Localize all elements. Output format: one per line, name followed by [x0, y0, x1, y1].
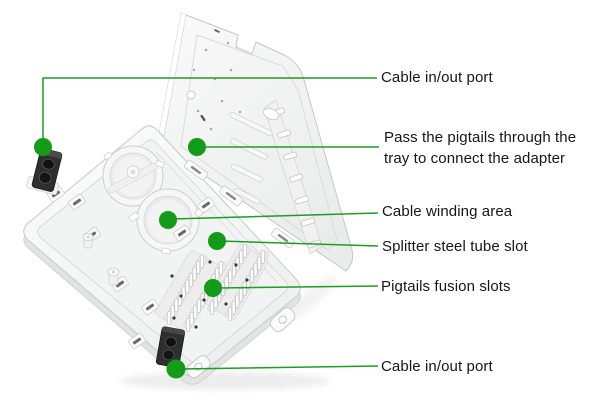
tray-posts	[82, 232, 120, 286]
leader-line-cable-in-out-bottom	[178, 365, 379, 370]
mounting-ear-right	[270, 307, 296, 332]
callout-dot-cable-in-out-top	[34, 138, 52, 156]
upper-spool	[102, 145, 165, 207]
label-pass-pigtails-line1: Pass the pigtails through the	[384, 129, 577, 146]
label-pass-pigtails-line2: tray to connect the adapter	[384, 150, 566, 167]
label-cable-in-out-top: Cable in/out port	[381, 69, 493, 86]
comb-screws	[170, 260, 249, 329]
lid-round-hole	[186, 90, 196, 100]
callout-dot-pigtails-fusion	[204, 279, 222, 297]
label-pass-pigtails: Pass the pigtails through the tray to co…	[384, 127, 576, 169]
callout-dot-splitter-slot	[208, 232, 226, 250]
cable-gland-top-left	[26, 148, 63, 195]
leader-line-splitter-slot	[219, 240, 379, 247]
lid-oval-hole	[262, 107, 280, 121]
callout-dots	[34, 138, 226, 379]
leader-line-cable-in-out-top	[42, 77, 377, 146]
box-tray	[23, 125, 301, 385]
leader-line-cable-winding	[171, 212, 379, 220]
lid-ribs	[229, 111, 273, 205]
callout-dot-cable-in-out-bottom	[166, 359, 186, 379]
label-pigtails-fusion-slots: Pigtails fusion slots	[381, 278, 511, 295]
lid-ladder-slots	[271, 107, 321, 249]
label-cable-in-out-bottom: Cable in/out port	[381, 358, 493, 375]
leader-line-pigtails-fusion	[215, 285, 379, 289]
callout-dot-cable-winding	[159, 211, 177, 229]
label-cable-winding-area: Cable winding area	[382, 203, 513, 220]
callout-overlay	[42, 77, 379, 370]
fusion-splice-combs	[155, 243, 270, 333]
label-splitter-steel-tube-slot: Splitter steel tube slot	[382, 238, 528, 255]
lid-inner-recess	[180, 34, 338, 251]
callout-dot-pass-pigtails	[188, 138, 206, 156]
lid-screw-marks	[192, 29, 242, 131]
